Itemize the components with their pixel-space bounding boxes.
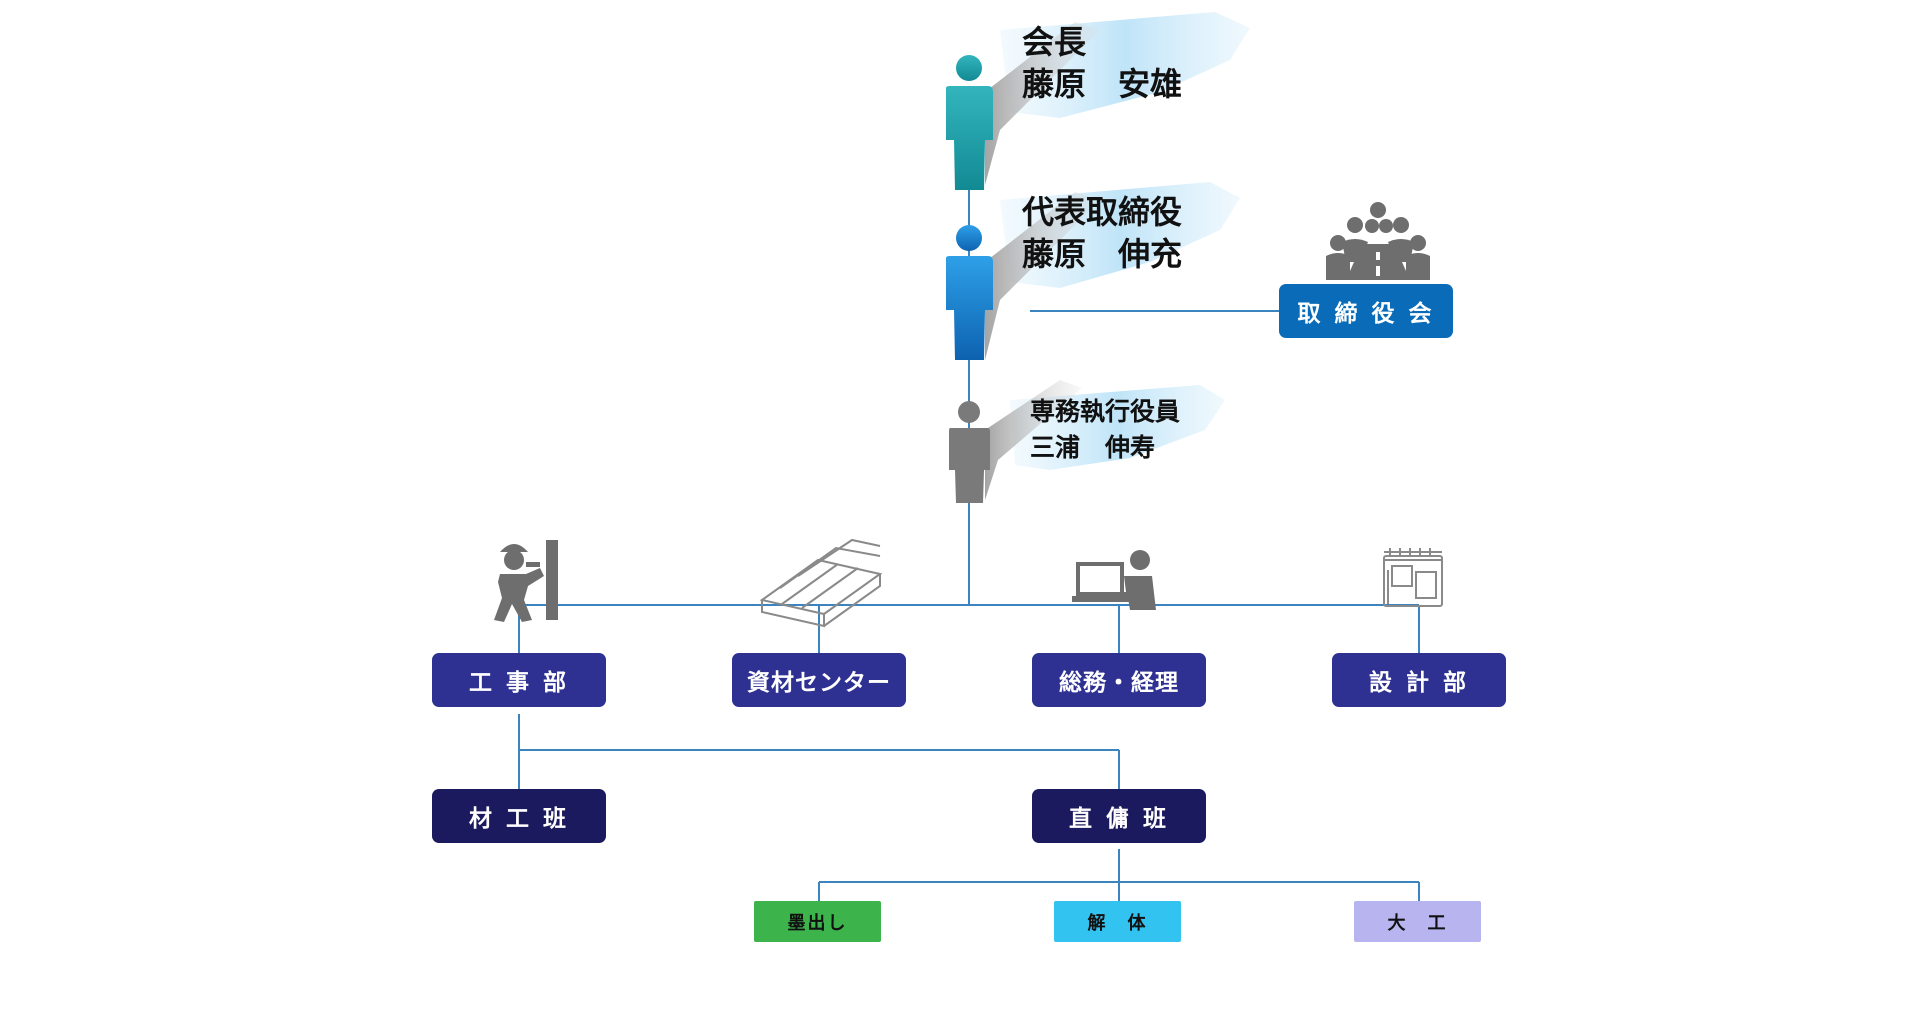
unit-demolition-box: 解 体 bbox=[1054, 901, 1181, 942]
executive-name-senior-officer: 三浦 伸寿 bbox=[1030, 433, 1156, 462]
construction-worker-icon bbox=[494, 540, 558, 622]
department-construction-box: 工 事 部 bbox=[432, 653, 606, 707]
meeting-icon bbox=[1326, 202, 1430, 280]
unit-marking-box: 墨出し bbox=[754, 901, 881, 942]
executive-role-chairman: 会長 bbox=[1022, 23, 1087, 61]
executive-role-senior-officer: 専務執行役員 bbox=[1030, 397, 1181, 426]
department-general-affairs-box: 総務・経理 bbox=[1032, 653, 1206, 707]
team-materials-labor-box: 材 工 班 bbox=[432, 789, 606, 843]
executive-name-ceo: 藤原 伸充 bbox=[1022, 235, 1183, 273]
unit-carpentry-box: 大 工 bbox=[1354, 901, 1481, 942]
department-materials-center-box: 資材センター bbox=[732, 653, 906, 707]
team-direct-employment-box: 直 傭 班 bbox=[1032, 789, 1206, 843]
lumber-stack-icon bbox=[759, 538, 883, 628]
computer-worker-icon bbox=[1072, 550, 1156, 610]
person-icon bbox=[949, 380, 1082, 503]
department-design-box: 設 計 部 bbox=[1332, 653, 1506, 707]
person-icon bbox=[946, 192, 1100, 360]
board-of-directors-box: 取 締 役 会 bbox=[1279, 284, 1453, 338]
executive-name-chairman: 藤原 安雄 bbox=[1022, 65, 1183, 103]
blueprint-icon bbox=[1383, 548, 1443, 607]
executive-role-ceo: 代表取締役 bbox=[1022, 193, 1183, 231]
person-icon bbox=[946, 22, 1100, 190]
